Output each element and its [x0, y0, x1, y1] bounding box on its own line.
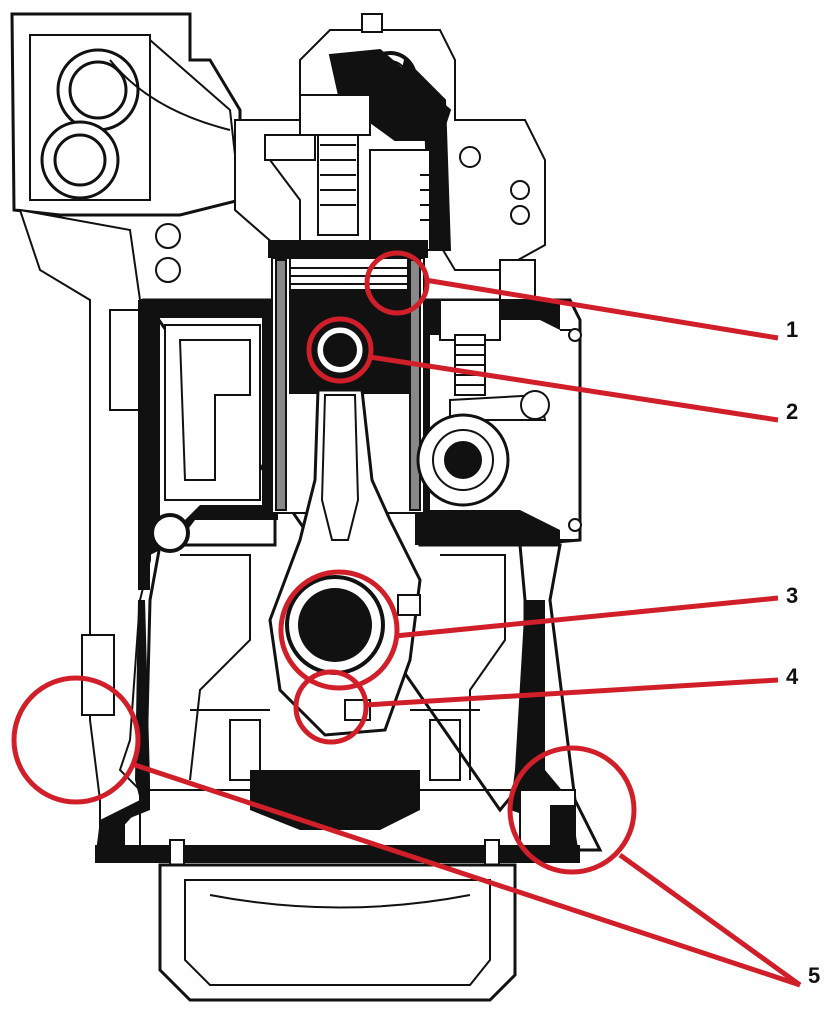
callout-2-circle — [306, 316, 374, 384]
left-block-wall — [18, 208, 181, 851]
oil-pan-rim — [209, 894, 471, 909]
manifold-block — [10, 12, 242, 217]
callout-1-leader — [424, 277, 779, 341]
left-engine-mount — [81, 634, 115, 716]
camshaft-area — [416, 299, 582, 541]
callouts-layer — [11, 250, 802, 988]
cylinder-head — [234, 13, 546, 301]
right-water-jacket — [415, 300, 560, 545]
callout-5b-leader — [618, 852, 802, 988]
callout-5a-leader — [134, 762, 801, 988]
main-bearing-cap — [250, 770, 420, 830]
left-jacket-window — [164, 324, 261, 501]
callout-5-label: 5 — [808, 963, 820, 988]
callout-4-leader — [364, 677, 779, 708]
left-water-jacket — [138, 300, 278, 590]
oil-pan — [158, 863, 517, 1002]
callout-4-label: 4 — [786, 664, 799, 689]
callout-3-circle — [278, 569, 400, 691]
left-jacket-detail — [178, 339, 251, 481]
callout-2-label: 2 — [786, 399, 798, 424]
crankpin — [298, 588, 372, 662]
callout-5b-circle — [507, 745, 637, 875]
connecting-rod-web — [320, 394, 360, 541]
callout-2-leader — [369, 354, 779, 423]
base-flange — [95, 845, 580, 863]
left-oil-gallery — [150, 513, 190, 553]
flange-bolts — [169, 839, 500, 871]
callout-1-label: 1 — [786, 317, 798, 342]
callout-5a-circle — [11, 675, 141, 805]
callout-labels: 1 2 3 4 5 — [786, 317, 820, 988]
callout-3-label: 3 — [786, 583, 798, 608]
piston — [289, 257, 409, 394]
callout-1-circle — [364, 250, 430, 316]
callout-3-leader — [394, 595, 779, 639]
